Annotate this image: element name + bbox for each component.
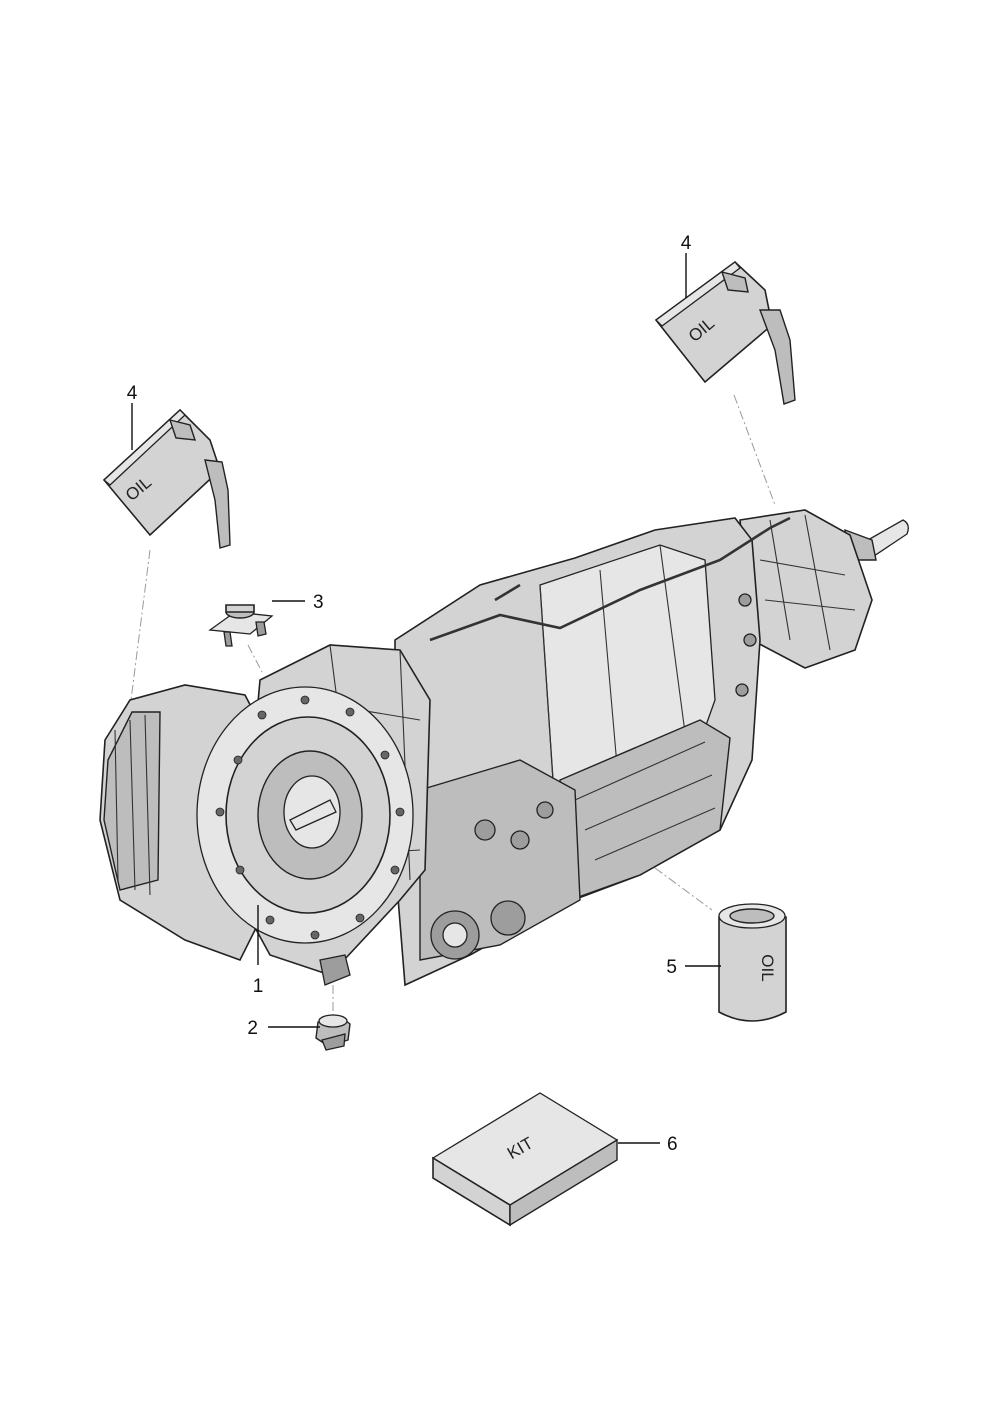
rear-extension-housing [739, 509, 873, 669]
assembly-leaders [129, 394, 776, 1015]
leader-oil-right [733, 394, 776, 506]
callout-leaders [131, 253, 721, 1144]
callout-numbers: 1 2 3 4 4 5 6 [127, 233, 692, 1155]
callout-5[interactable]: 5 [666, 957, 677, 978]
leader-filter [654, 867, 713, 911]
leader-oil-left [129, 549, 151, 709]
callout-3[interactable]: 3 [313, 592, 324, 613]
oil-filter[interactable]: OIL [718, 903, 787, 1022]
callout-4-left[interactable]: 4 [127, 383, 138, 404]
oil-can-left[interactable]: OIL [102, 408, 231, 549]
drain-plug[interactable] [315, 1014, 351, 1051]
kit-box[interactable]: KIT [431, 1092, 619, 1227]
callout-6[interactable]: 6 [667, 1134, 678, 1155]
oil-can-right[interactable]: OIL [654, 260, 796, 405]
clip-bracket[interactable] [208, 604, 274, 647]
callout-1[interactable]: 1 [253, 976, 264, 997]
callout-2[interactable]: 2 [247, 1018, 258, 1039]
output-shaft [867, 519, 909, 557]
oil-filter-label: OIL [758, 954, 777, 981]
leader-clip [247, 644, 263, 673]
input-shaft [289, 799, 337, 831]
callout-4-right[interactable]: 4 [681, 233, 692, 254]
transmission-assembly[interactable] [99, 509, 909, 987]
